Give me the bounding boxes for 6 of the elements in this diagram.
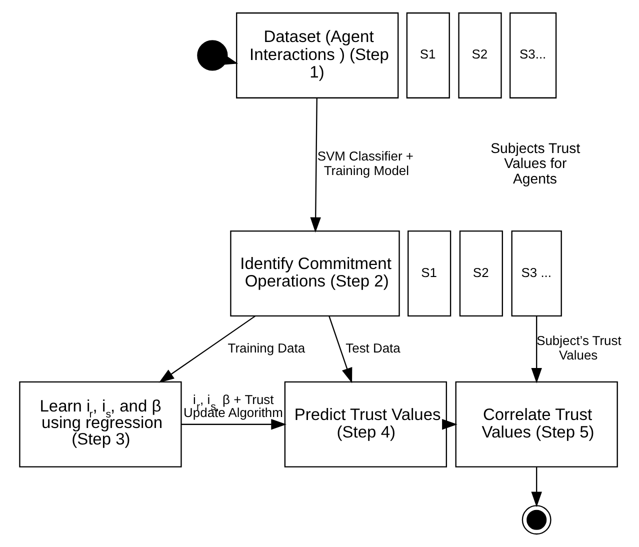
edge-label: Test Data xyxy=(345,340,400,356)
label: Subjects Trust Values for Agents xyxy=(490,140,580,186)
edge-label: SVM Classifier + Training Model xyxy=(316,148,413,178)
edge-label: Subject’s Trust Values xyxy=(536,333,621,362)
edge-label: Training Data xyxy=(227,340,305,356)
edge-label: i$_{r}$, i$_{s,}$ β + Trust Update Algorithm xyxy=(183,392,282,420)
